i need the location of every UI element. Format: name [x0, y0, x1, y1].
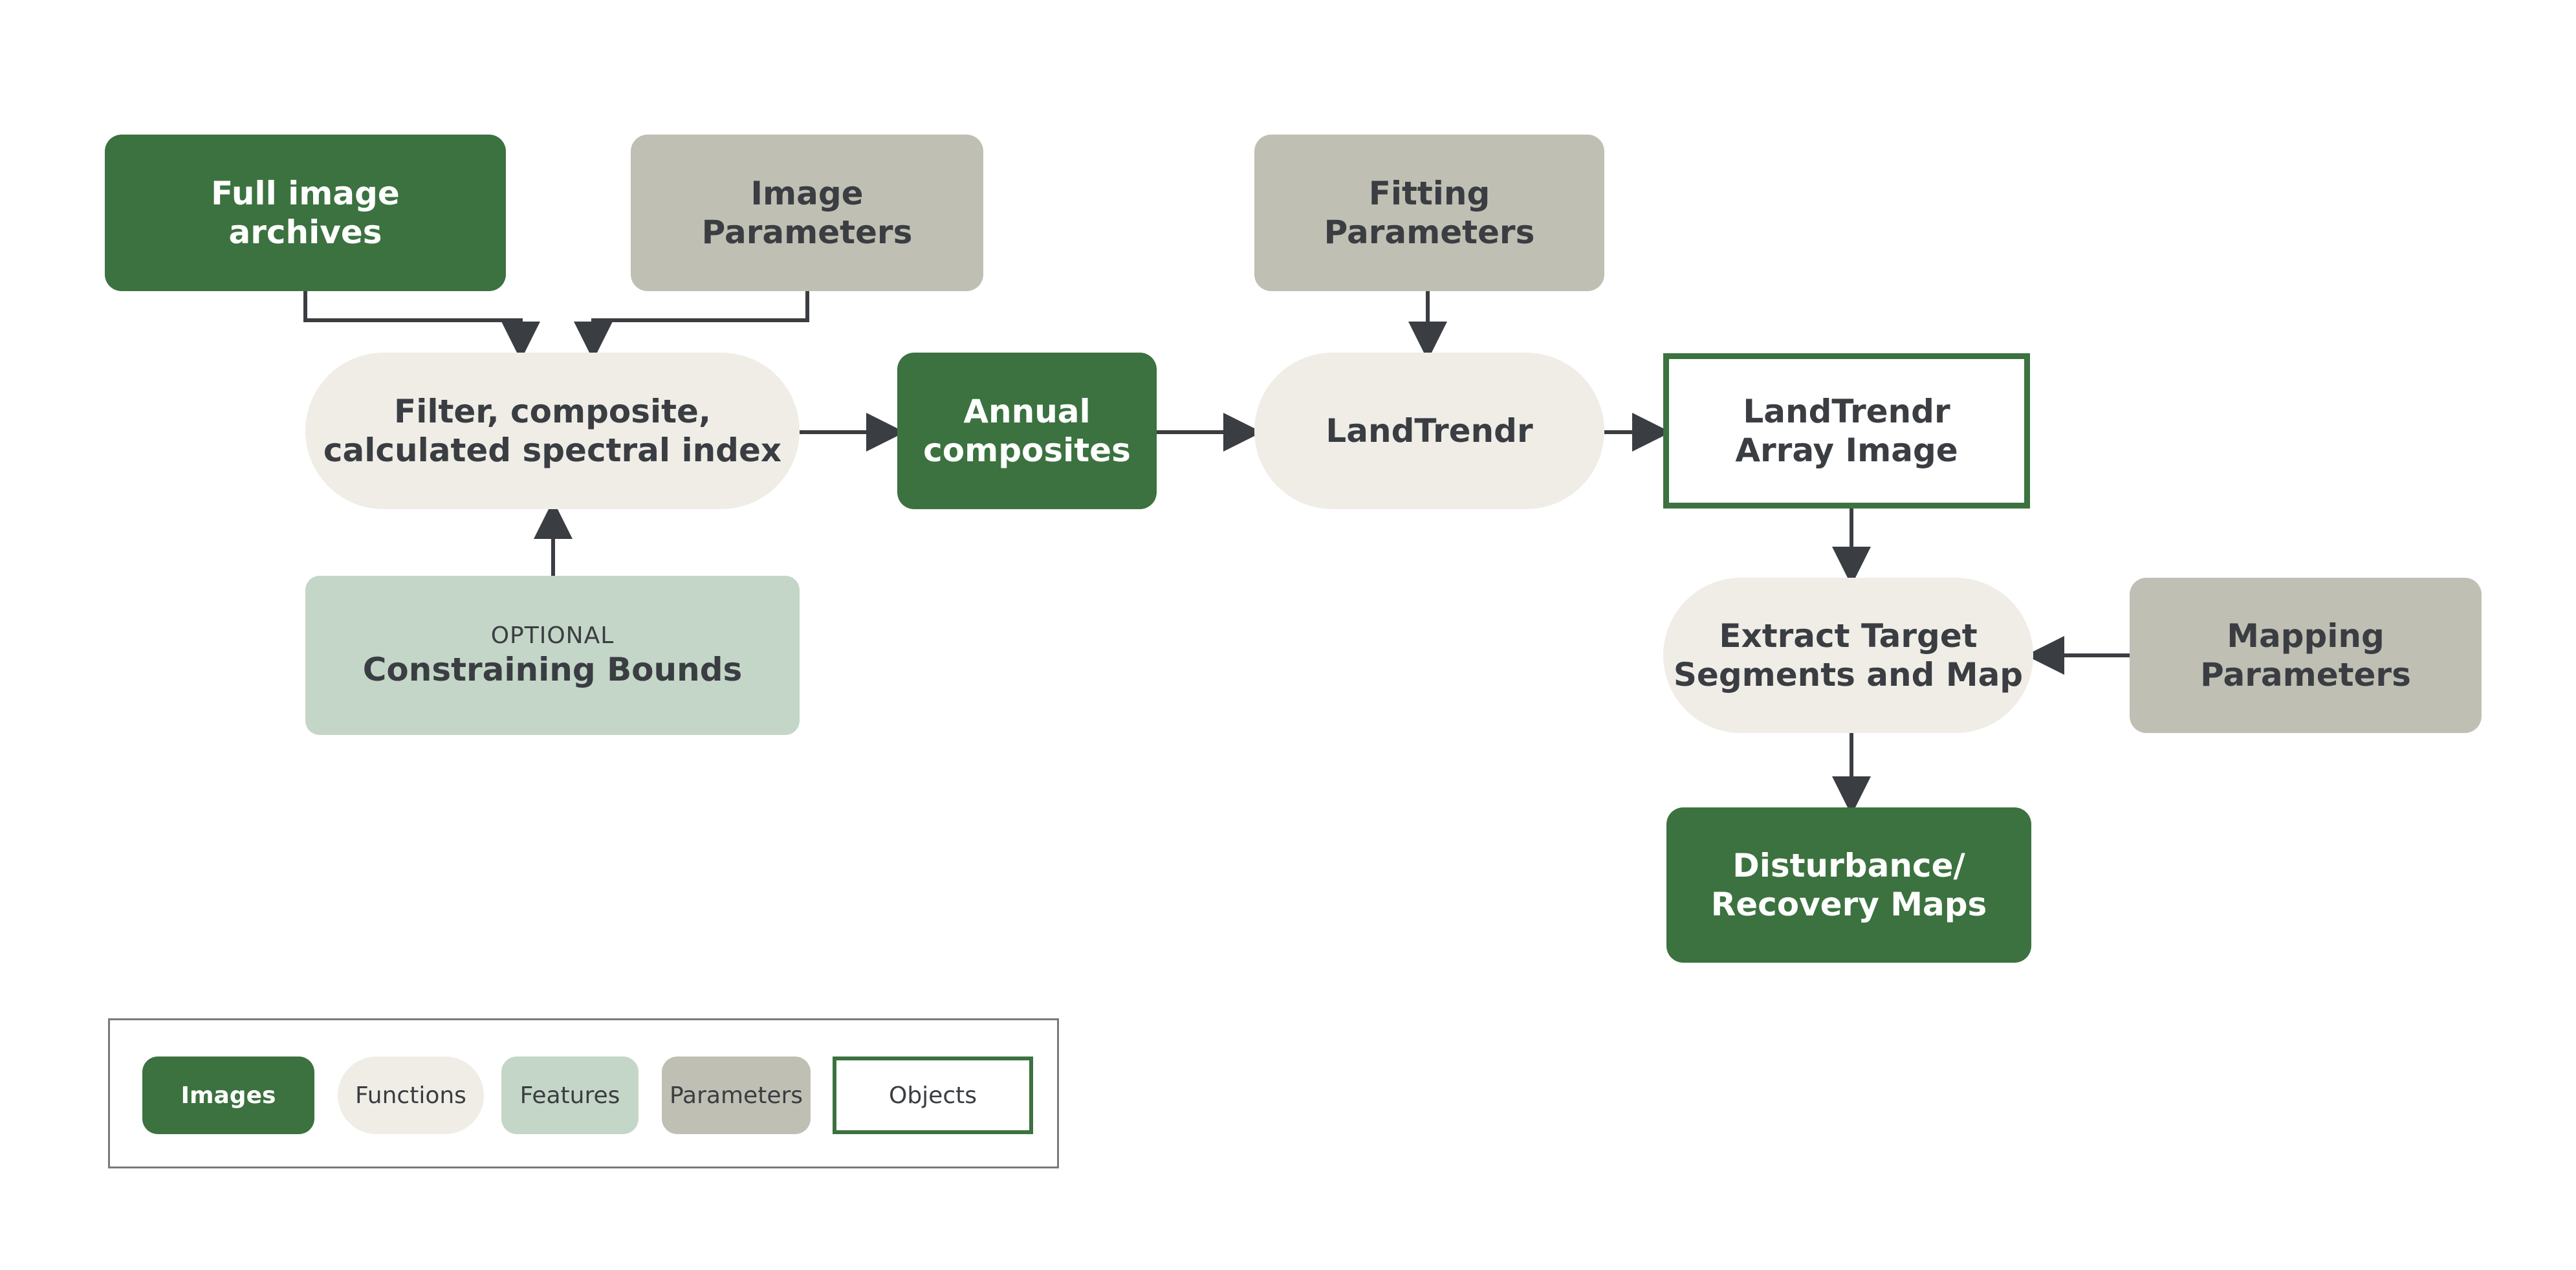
- image-parameters-node: Image Parameters: [631, 135, 983, 291]
- landtrendr-node: LandTrendr: [1254, 353, 1604, 509]
- node-label: Parameters: [701, 213, 913, 251]
- legend: Images Functions Features Parameters Obj…: [108, 1018, 1059, 1168]
- node-label: archives: [228, 213, 382, 251]
- optional-tag: OPTIONAL: [490, 622, 615, 649]
- node-label: Recovery Maps: [1710, 886, 1987, 923]
- node-label: Extract Target: [1719, 617, 1978, 655]
- node-label: Parameters: [1324, 213, 1535, 251]
- node-label: Segments and Map: [1673, 656, 2024, 694]
- constraining-bounds-node: OPTIONAL Constraining Bounds: [305, 576, 800, 735]
- node-label: LandTrendr: [1743, 393, 1950, 430]
- node-label: Disturbance/: [1732, 847, 1965, 884]
- node-label: Image: [750, 175, 864, 212]
- node-label: Filter, composite,: [394, 393, 711, 430]
- node-label: Parameters: [2200, 656, 2411, 694]
- arrow-archives-to-filter: [303, 291, 540, 360]
- mapping-parameters-node: Mapping Parameters: [2130, 578, 2482, 733]
- fitting-parameters-node: Fitting Parameters: [1254, 135, 1604, 291]
- landtrendr-array-image-node: LandTrendr Array Image: [1663, 353, 2030, 509]
- arrow-imageparams-to-filter: [574, 291, 809, 360]
- node-label: composites: [923, 432, 1131, 469]
- node-label: Fitting: [1368, 175, 1490, 212]
- node-label: Constraining Bounds: [362, 651, 743, 688]
- legend-features: Features: [501, 1057, 639, 1134]
- legend-functions: Functions: [338, 1057, 484, 1134]
- disturbance-maps-node: Disturbance/ Recovery Maps: [1666, 807, 2031, 963]
- node-label: Mapping: [2227, 617, 2385, 655]
- node-label: Array Image: [1735, 432, 1958, 469]
- node-label: LandTrendr: [1326, 412, 1533, 450]
- legend-objects: Objects: [833, 1057, 1033, 1134]
- node-label: Annual: [963, 393, 1091, 430]
- node-label: Full image: [211, 175, 400, 212]
- node-label: calculated spectral index: [323, 432, 782, 469]
- legend-images: Images: [142, 1057, 314, 1134]
- full-image-archives-node: Full image archives: [105, 135, 506, 291]
- legend-parameters: Parameters: [662, 1057, 811, 1134]
- annual-composites-node: Annual composites: [897, 353, 1157, 509]
- filter-composite-node: Filter, composite, calculated spectral i…: [305, 353, 800, 509]
- extract-target-node: Extract Target Segments and Map: [1663, 578, 2033, 733]
